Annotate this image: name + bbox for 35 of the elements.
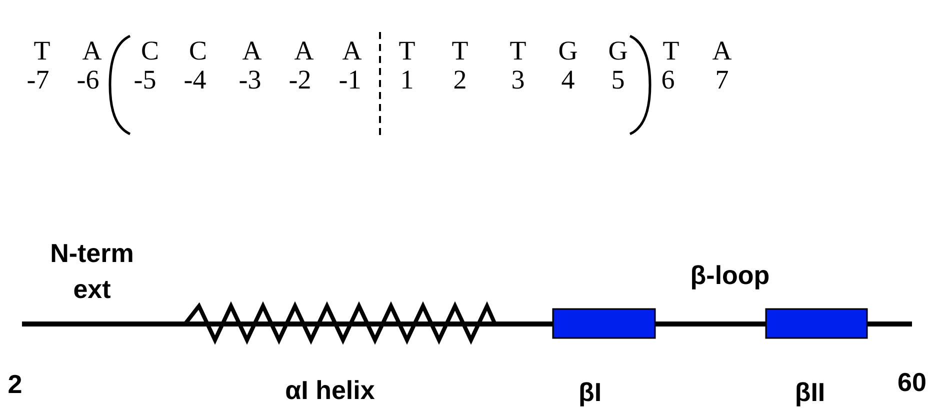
- position-number: -4: [184, 66, 206, 94]
- position-number: 2: [453, 66, 467, 94]
- position-number: -7: [26, 66, 50, 94]
- nucleotide-letter: T: [452, 38, 468, 64]
- nucleotide-letter: G: [558, 38, 578, 64]
- position-number: -3: [238, 66, 262, 94]
- nucleotide-letter: A: [242, 38, 262, 64]
- position-number: 4: [561, 66, 575, 94]
- nucleotide-letter: T: [510, 38, 526, 64]
- region-label: N-term ext: [49, 237, 135, 306]
- position-number: 5: [611, 66, 625, 94]
- position-number: 3: [511, 66, 525, 94]
- position-number: -1: [338, 66, 362, 94]
- region-label: βI: [578, 379, 602, 405]
- position-number: -6: [76, 66, 100, 94]
- nucleotide-letter: A: [82, 38, 102, 64]
- nucleotide-letter: A: [342, 38, 362, 64]
- residue-number: 2: [8, 371, 22, 397]
- region-label: βII: [794, 379, 826, 405]
- position-number: -2: [288, 66, 312, 94]
- nucleotide-letter: A: [712, 38, 732, 64]
- position-number: 7: [715, 66, 729, 94]
- nucleotide-letter: T: [34, 38, 50, 64]
- position-number: 1: [400, 66, 414, 94]
- residue-number: 60: [898, 369, 926, 395]
- nucleotide-letter: T: [662, 38, 680, 64]
- nucleotide-letter: A: [294, 38, 314, 64]
- position-number: -5: [134, 66, 156, 94]
- nucleotide-letter: C: [141, 38, 159, 64]
- nucleotide-letter: C: [189, 38, 207, 64]
- position-number: 6: [661, 66, 675, 94]
- region-label: β-loop: [690, 262, 770, 288]
- region-label: αI helix: [285, 377, 375, 403]
- nucleotide-letter: T: [398, 38, 416, 64]
- nucleotide-letter: G: [608, 38, 628, 64]
